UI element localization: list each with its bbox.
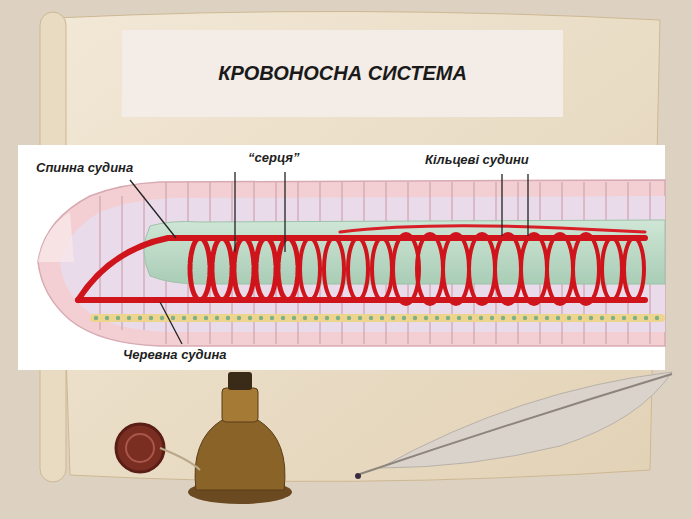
title-box bbox=[122, 30, 563, 117]
part-label: “серця” bbox=[248, 150, 299, 165]
wax-seal bbox=[116, 424, 200, 472]
blood-vessels bbox=[78, 226, 645, 304]
figure-panel bbox=[18, 145, 665, 370]
part-label: Спинна судина bbox=[36, 160, 133, 175]
earthworm-figure bbox=[38, 180, 665, 346]
leader-lines bbox=[130, 172, 528, 344]
slide-title: КРОВОНОСНА СИСТЕМА bbox=[122, 30, 563, 117]
part-label: Кільцеві судини bbox=[425, 152, 529, 167]
part-label: Черевна судина bbox=[123, 347, 227, 362]
inkwell bbox=[188, 372, 292, 504]
quill-feather bbox=[355, 372, 672, 479]
